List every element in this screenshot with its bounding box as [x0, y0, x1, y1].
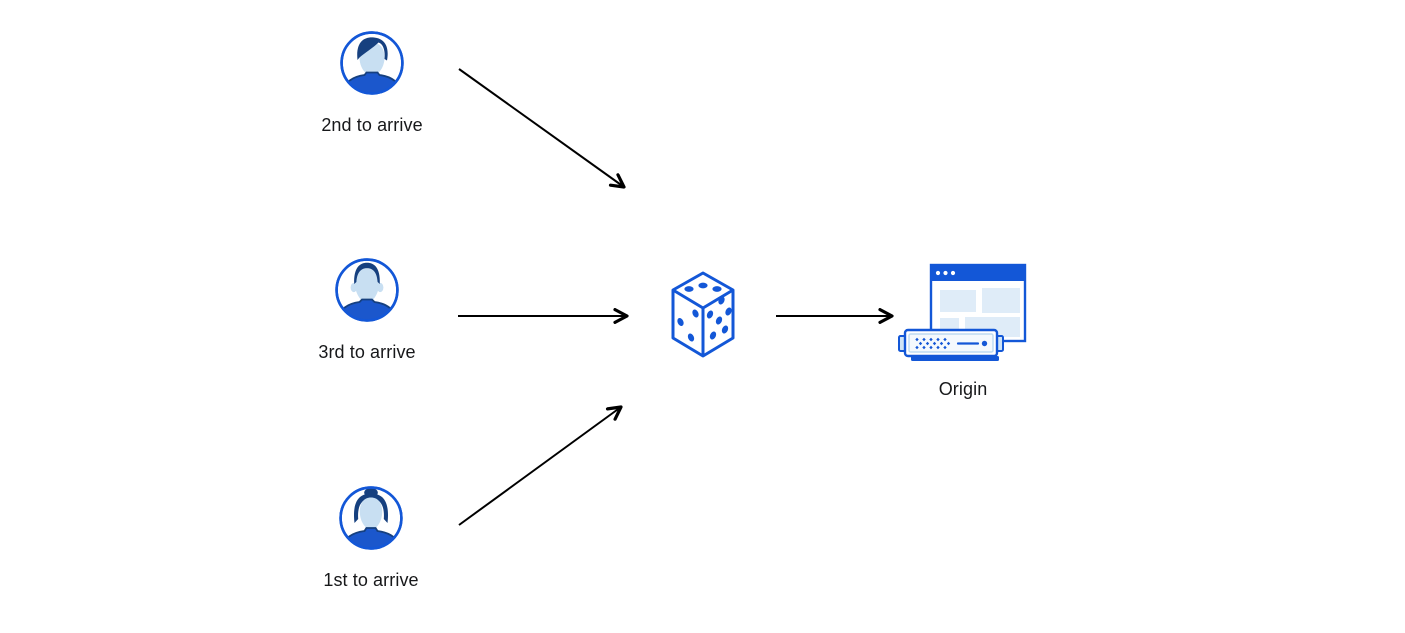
male-user-short-hair-avatar-icon — [335, 258, 399, 322]
client-label-1st: 1st to arrive — [323, 570, 419, 590]
randomizer-node — [665, 263, 741, 367]
server-base — [911, 356, 999, 361]
client-node-2nd: 2nd to arrive — [321, 29, 423, 135]
origin-label: Origin — [938, 379, 988, 399]
dice-icon — [671, 271, 735, 358]
browser-titlebar — [931, 265, 1025, 281]
arrow-client1-to-dice — [458, 405, 623, 526]
origin-server-icon — [898, 263, 1027, 361]
client-node-1st: 1st to arrive — [323, 484, 419, 590]
server-status-led — [981, 340, 988, 347]
client-label-2nd: 2nd to arrive — [321, 115, 423, 135]
origin-node: Origin — [898, 262, 1028, 399]
client-label-3rd: 3rd to arrive — [318, 342, 416, 362]
arrow-client2-to-dice — [458, 68, 626, 189]
female-user-avatar-icon — [339, 486, 403, 550]
client-node-3rd: 3rd to arrive — [318, 256, 416, 362]
server-vent-pattern — [915, 337, 951, 350]
male-user-avatar-icon — [340, 31, 404, 95]
